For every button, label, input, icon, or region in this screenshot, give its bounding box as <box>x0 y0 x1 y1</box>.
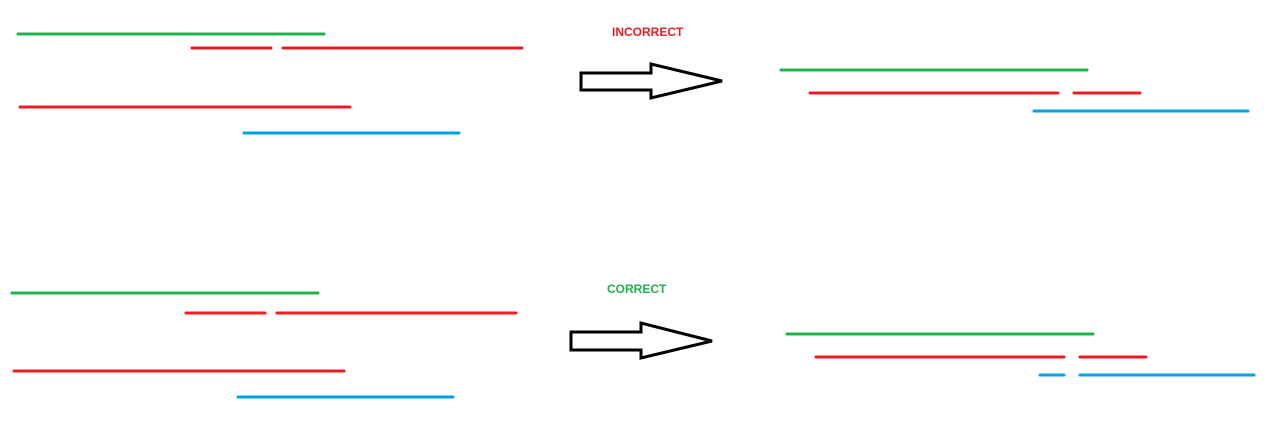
bottom-input-segments <box>10 291 518 399</box>
bottom-output-segments <box>785 332 1256 377</box>
incorrect-label: INCORRECT <box>612 25 684 39</box>
top-input-segments <box>16 32 524 135</box>
bottom-right-arrow-icon <box>569 321 713 360</box>
top-output-segments <box>779 68 1250 113</box>
correct-label: CORRECT <box>607 282 667 296</box>
top-right-arrow-icon <box>579 62 723 100</box>
